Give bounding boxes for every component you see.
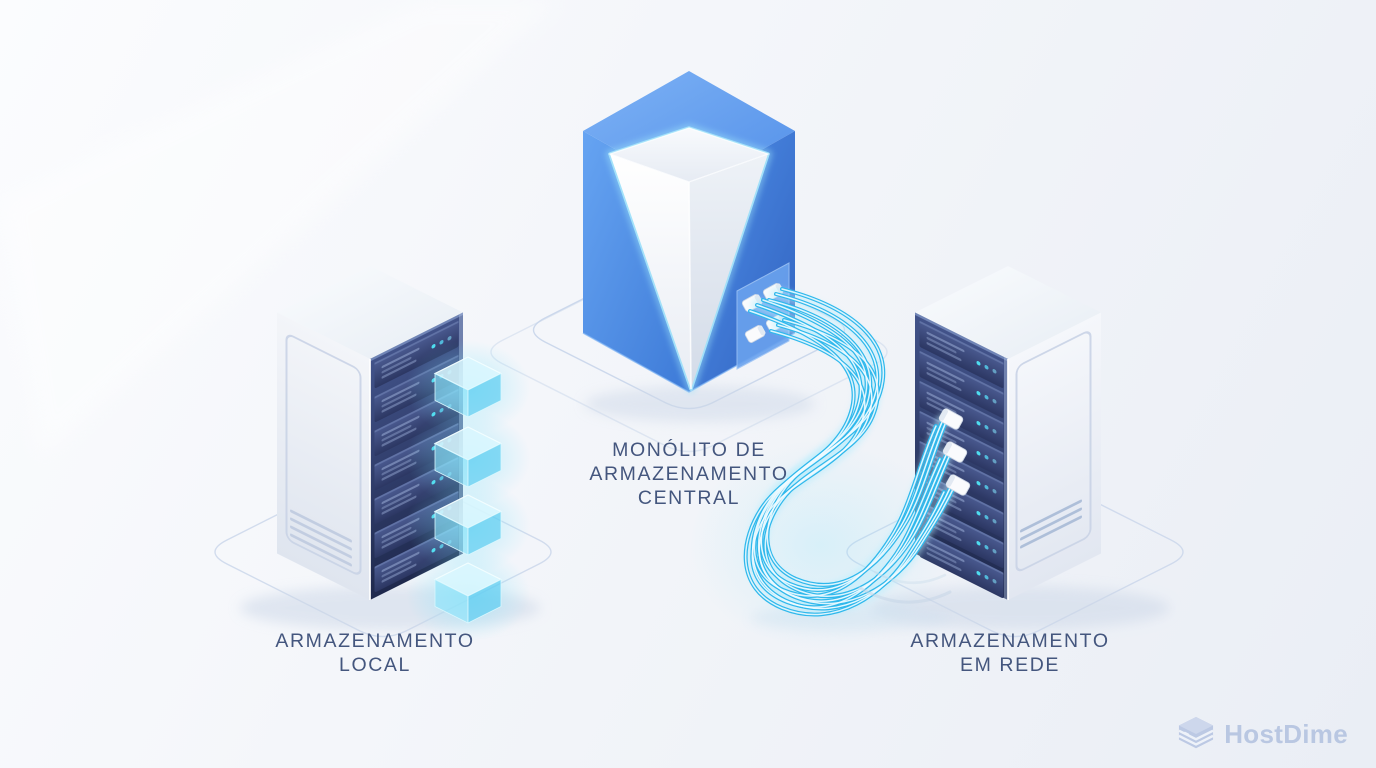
label-line: ARMAZENAMENTO [910, 630, 1110, 652]
fiber-cables [690, 287, 959, 650]
label-line: CENTRAL [637, 487, 741, 509]
label-line: ARMAZENAMENTO [275, 630, 475, 652]
background-light-streak [0, 0, 560, 460]
server-front-panel [1008, 312, 1101, 601]
label-line: LOCAL [339, 654, 411, 676]
vent-lines-icon [1020, 499, 1082, 549]
cable-plug-icon [945, 474, 971, 496]
cable-plug-icon [942, 441, 968, 463]
cable-plug-icon [938, 408, 964, 430]
data-cubes-icon [406, 340, 530, 642]
label-line: EM REDE [959, 654, 1061, 676]
central-monolith-label: MONÓLITO DE ARMAZENAMENTO CENTRAL [549, 438, 829, 510]
brand-wordmark: HostDime [1224, 718, 1348, 749]
label-line: ARMAZENAMENTO [589, 463, 789, 485]
hostdime-logo: HostDime [1177, 716, 1348, 752]
central-storage-monolith-illustration [582, 71, 796, 394]
server-front-panel [277, 312, 370, 600]
hostdime-box-icon [1178, 716, 1214, 749]
network-storage-label: ARMAZENAMENTO EM REDE [875, 629, 1145, 677]
crystal-gem [608, 127, 770, 390]
local-storage-label: ARMAZENAMENTO LOCAL [240, 629, 510, 677]
label-line: MONÓLITO DE [612, 439, 766, 461]
network-server-plugs [938, 408, 971, 496]
vent-lines-icon [290, 509, 352, 567]
